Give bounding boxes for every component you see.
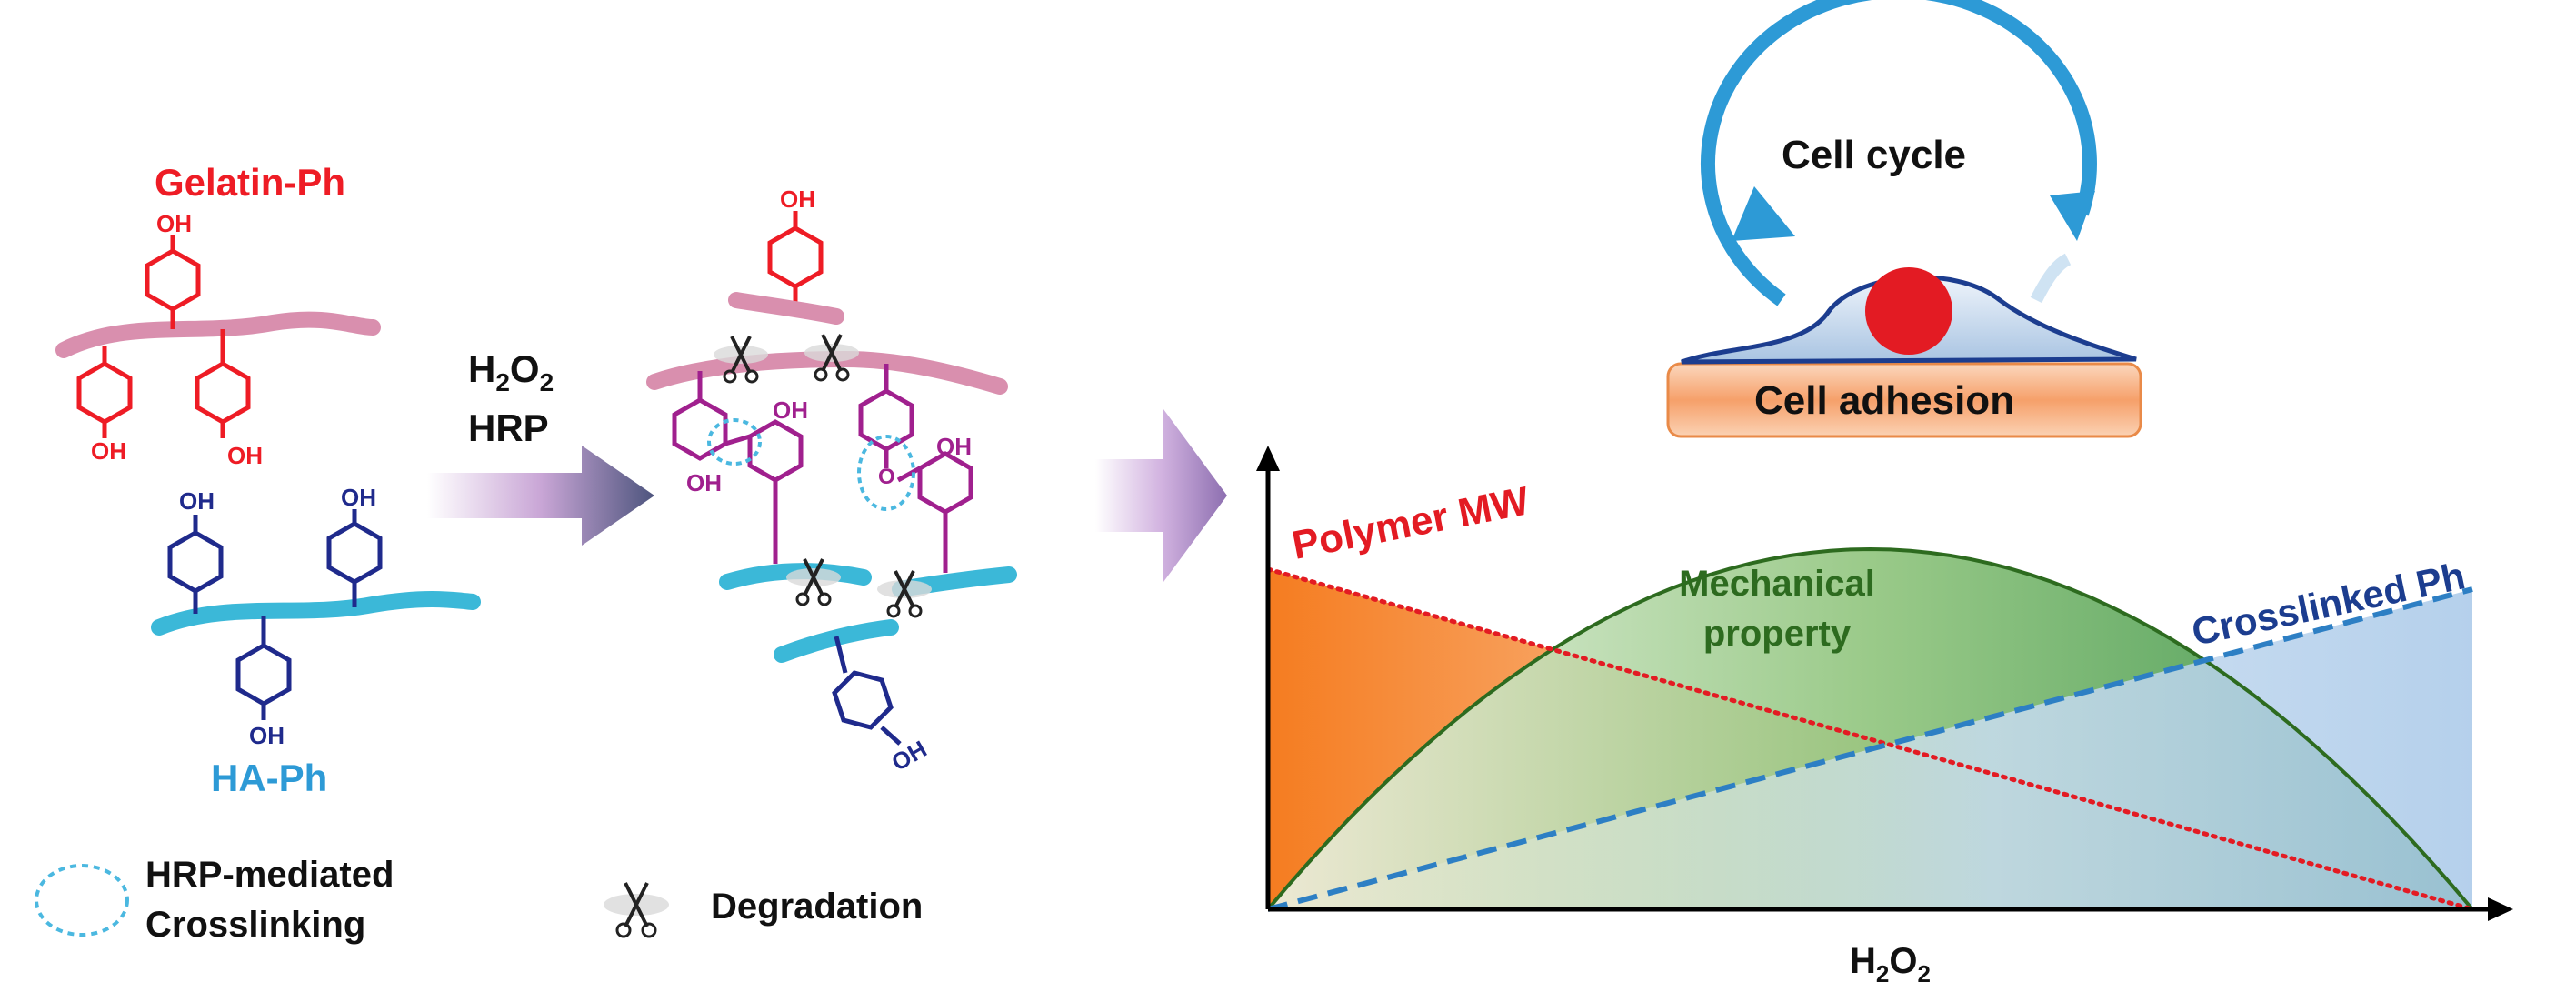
reagent-hrp: HRP bbox=[468, 406, 549, 449]
gelatin-phenol-top bbox=[145, 235, 201, 329]
reaction-arrow-shape bbox=[427, 446, 654, 546]
y-axis-arrowhead bbox=[1256, 446, 1280, 471]
cell-cycle-label: Cell cycle bbox=[1782, 133, 1966, 177]
cell-cycle-arrow-right bbox=[2050, 191, 2095, 241]
network-phenol-top bbox=[767, 211, 824, 305]
label-mechanical-line1: Mechanical bbox=[1679, 564, 1875, 604]
oh-label: OH bbox=[227, 442, 263, 469]
cell-panel: Cell cycle Cell adhesion bbox=[1666, 0, 2142, 438]
crosslinked-network: OH OH OH O OH bbox=[646, 185, 1017, 777]
gelatin-ph-group: Gelatin-Ph OH OH OH bbox=[55, 161, 381, 469]
o-label: O bbox=[878, 465, 895, 489]
legend: HRP-mediated Crosslinking Degradation bbox=[35, 855, 923, 945]
scissors-icon bbox=[804, 334, 859, 382]
line-crosslinked-ph bbox=[1267, 586, 2473, 912]
oh-label: OH bbox=[936, 433, 972, 460]
line-polymer-mw bbox=[1265, 566, 2475, 912]
x-axis-arrowhead bbox=[2488, 897, 2513, 921]
oh-label: OH bbox=[249, 722, 285, 749]
ha-phenol-bottom bbox=[235, 616, 292, 720]
ha-phenol-right bbox=[326, 509, 383, 607]
cell-nucleus bbox=[1865, 267, 1952, 355]
network-dimer-left bbox=[672, 371, 804, 564]
gelatin-backbone bbox=[55, 311, 381, 358]
scissors-icon bbox=[604, 882, 669, 938]
oh-label: OH bbox=[887, 735, 932, 776]
chart: H2O2 Polymer MW Mechanical property Cros… bbox=[1256, 446, 2513, 987]
gelatin-phenol-left bbox=[76, 346, 133, 438]
crosslink-site-co bbox=[857, 435, 915, 511]
substrate bbox=[1666, 362, 2142, 438]
crosslink-site-cc bbox=[707, 418, 762, 466]
cell-adhesion-label: Cell adhesion bbox=[1754, 378, 2014, 423]
label-mechanical-line2: property bbox=[1703, 614, 1852, 654]
oh-label: OH bbox=[91, 437, 126, 465]
legend-degradation: Degradation bbox=[711, 887, 923, 927]
network-phenol-bottom bbox=[832, 636, 902, 746]
line-mechanical-property bbox=[1266, 546, 2474, 911]
ha-ph-label: HA-Ph bbox=[211, 757, 327, 799]
oh-label: OH bbox=[780, 185, 815, 213]
x-axis-label: H2O2 bbox=[1850, 941, 1931, 987]
ha-backbone bbox=[151, 590, 481, 636]
oh-label: OH bbox=[179, 487, 215, 515]
network-gelatin-top bbox=[728, 292, 844, 325]
cell-cycle-arc bbox=[1700, 0, 2097, 306]
network-dimer-right bbox=[858, 364, 973, 573]
legend-crosslink-icon bbox=[35, 864, 129, 937]
scissors-icon bbox=[786, 558, 841, 606]
transition-arrow bbox=[1095, 409, 1227, 582]
oh-label: OH bbox=[341, 484, 376, 511]
oh-label: OH bbox=[156, 210, 192, 237]
ha-ph-group: OH OH OH HA-Ph bbox=[151, 484, 481, 799]
cell-cycle-arc-fade bbox=[2030, 253, 2072, 304]
gelatin-ph-label: Gelatin-Ph bbox=[155, 161, 345, 204]
oh-label: OH bbox=[773, 396, 808, 424]
ha-phenol-left bbox=[167, 515, 224, 614]
reaction-arrow: H2O2 HRP bbox=[427, 347, 654, 546]
legend-crosslinking-line2: Crosslinking bbox=[145, 905, 365, 945]
reagent-h2o2: H2O2 bbox=[468, 347, 554, 396]
cell-cycle-arrow-left bbox=[1732, 186, 1795, 241]
legend-crosslinking-line1: HRP-mediated bbox=[145, 855, 394, 895]
gelatin-phenol-right bbox=[195, 329, 251, 438]
scissors-icon bbox=[877, 570, 932, 618]
scissors-icon bbox=[714, 336, 768, 384]
oh-label: OH bbox=[686, 469, 722, 496]
label-polymer-mw: Polymer MW bbox=[1289, 478, 1533, 568]
